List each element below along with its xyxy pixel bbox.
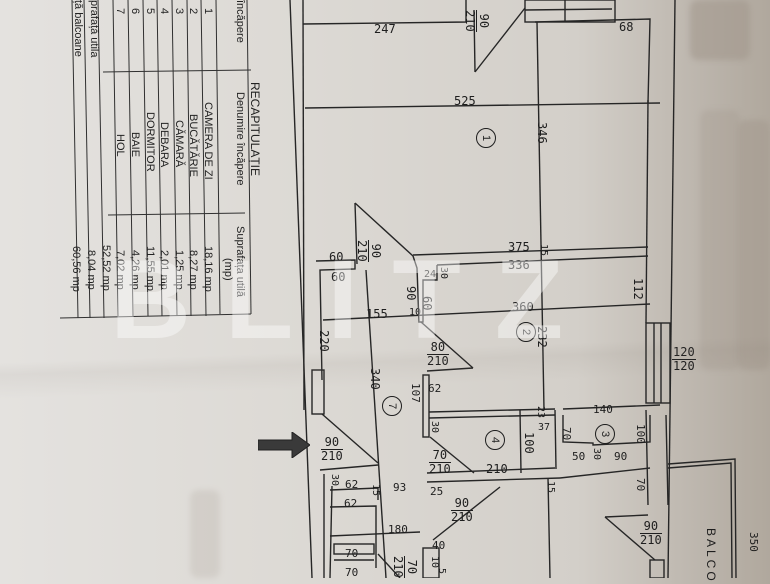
dimension-label: 60 xyxy=(331,270,345,284)
door-size-label: 70210 xyxy=(429,449,451,476)
watermark: BLITZ xyxy=(110,235,597,364)
dimension-label: 62 xyxy=(345,478,358,491)
dimension-label: 247 xyxy=(374,22,396,36)
door-size-label: 90210 xyxy=(451,497,473,524)
dimension-label: 336 xyxy=(508,258,530,272)
background-object xyxy=(690,0,750,60)
dimension-label: 70 xyxy=(345,566,358,579)
dimension-label: 210 xyxy=(486,462,508,476)
dimension-label: 155 xyxy=(366,307,388,321)
dimension-label: 10 xyxy=(409,307,421,318)
dimension-label: 24 xyxy=(424,269,436,280)
door-size-label: 80210 xyxy=(427,341,449,368)
dimension-label: 50 xyxy=(572,450,585,463)
dimension-label: 180 xyxy=(388,523,408,536)
dimension-label: 93 xyxy=(393,481,406,494)
dimension-label: 62 xyxy=(428,382,441,395)
dimension-label: 37 xyxy=(538,422,550,433)
dimension-label: 70 xyxy=(345,547,358,560)
dimension-label: 25 xyxy=(430,485,443,498)
dimension-label: 140 xyxy=(593,403,613,416)
door-size-label: 90210 xyxy=(640,520,662,547)
background-object xyxy=(190,490,220,578)
dimension-label: 68 xyxy=(619,20,633,34)
dimension-label: 90 xyxy=(614,450,627,463)
background-object xyxy=(700,110,740,370)
background-object xyxy=(738,120,770,370)
window-size-label: 120 120 xyxy=(672,346,696,373)
dimension-label: 60 xyxy=(329,250,343,264)
dimension-label: 375 xyxy=(508,240,530,254)
entrance-arrow-icon xyxy=(258,432,310,458)
dimension-label: 40 xyxy=(432,539,445,552)
dimension-label: 360 xyxy=(512,300,534,314)
dimension-label: 525 xyxy=(454,94,476,108)
door-size-label: 90210 xyxy=(321,436,343,463)
dimension-label: 62 xyxy=(344,497,357,510)
